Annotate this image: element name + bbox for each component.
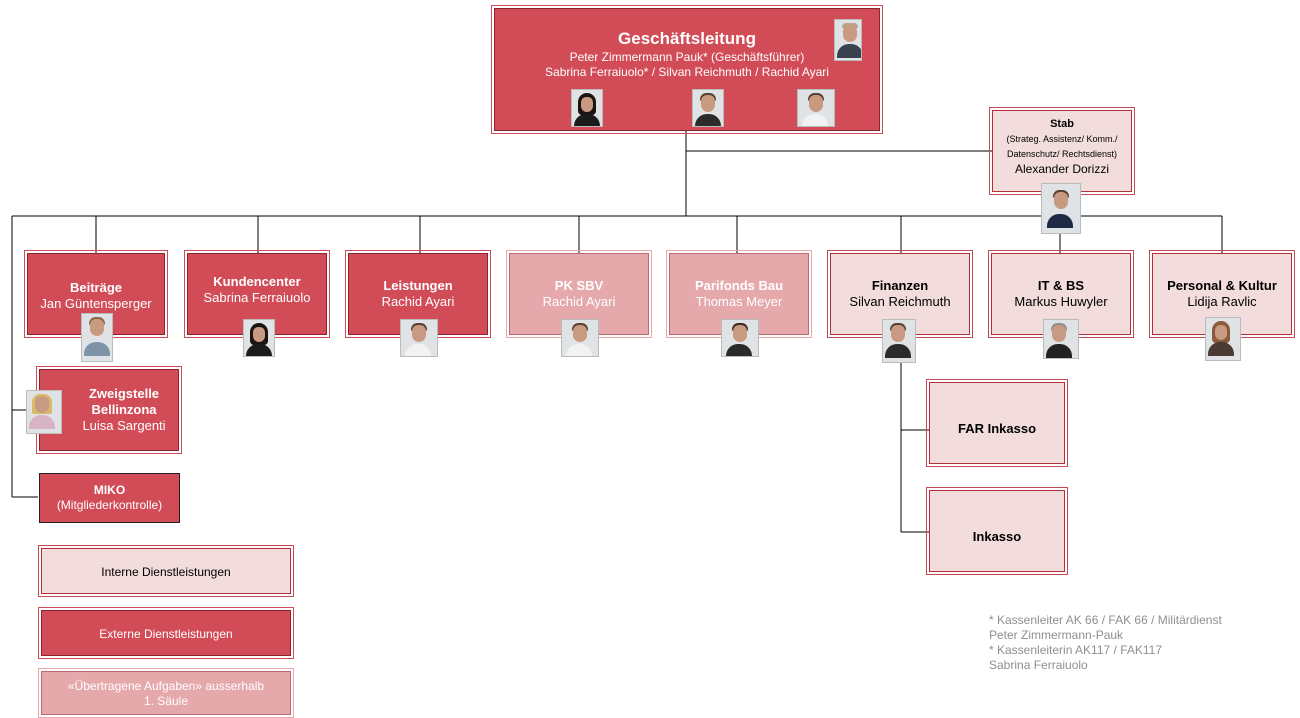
- photo-silvan-reichmuth: [692, 89, 724, 127]
- unit-it-bs-title: IT & BS: [1037, 278, 1085, 293]
- stab-sub1: (Strateg. Assistenz/ Komm./: [1006, 134, 1118, 144]
- footnote-line2: Peter Zimmermann-Pauk: [989, 628, 1124, 642]
- inkasso-title: Inkasso: [972, 529, 1022, 544]
- photo-sabrina-ferraiuolo: [571, 89, 603, 127]
- photo-rachid-ayari-3: [561, 319, 599, 357]
- footnote-line3: * Kassenleiterin AK117 / FAK117: [989, 643, 1162, 657]
- unit-finanzen-name: Silvan Reichmuth: [849, 294, 951, 309]
- photo-alexander-dorizzi: [1041, 183, 1081, 234]
- zweigstelle-bellinzona: Zweigstelle Bellinzona Luisa Sargenti: [36, 366, 182, 454]
- miko-title: MIKO: [93, 483, 126, 497]
- photo-rachid-ayari-2: [400, 319, 438, 357]
- legend-uebertragen-label1: «Übertragene Aufgaben» ausserhalb: [67, 679, 265, 693]
- zweigstelle-name: Luisa Sargenti: [82, 418, 166, 433]
- photo-peter-zimmermann: [834, 19, 862, 61]
- geschaeftsleitung-line2: Sabrina Ferraiuolo* / Silvan Reichmuth /…: [545, 65, 829, 79]
- photo-markus-huwyler: [1043, 319, 1079, 359]
- unit-pk-sbv-name: Rachid Ayari: [542, 294, 616, 309]
- legend-uebertragen-label2: 1. Säule: [143, 694, 189, 708]
- stab-box: Stab (Strateg. Assistenz/ Komm./ Datensc…: [989, 107, 1135, 195]
- far-inkasso-box: FAR Inkasso: [926, 379, 1068, 467]
- stab-title: Stab: [1050, 118, 1074, 130]
- miko-sub: (Mitgliederkontrolle): [56, 498, 163, 512]
- photo-luisa-sargenti: [26, 390, 62, 434]
- unit-beitraege-name: Jan Güntensperger: [40, 296, 152, 311]
- miko-box: MIKO (Mitgliederkontrolle): [39, 473, 180, 523]
- legend-extern: Externe Dienstleistungen: [38, 607, 294, 659]
- legend-uebertragen: «Übertragene Aufgaben» ausserhalb 1. Säu…: [38, 668, 294, 718]
- unit-kundencenter-title: Kundencenter: [213, 274, 301, 289]
- geschaeftsleitung-line1: Peter Zimmermann Pauk* (Geschäftsführer): [569, 50, 805, 64]
- unit-beitraege-title: Beiträge: [69, 280, 123, 295]
- unit-it-bs-name: Markus Huwyler: [1014, 294, 1108, 309]
- unit-it-bs: IT & BS Markus Huwyler: [988, 250, 1134, 338]
- far-inkasso-title: FAR Inkasso: [957, 421, 1037, 436]
- zweigstelle-title1: Zweigstelle: [88, 386, 160, 401]
- footnote-line4: Sabrina Ferraiuolo: [989, 658, 1088, 672]
- geschaeftsleitung-title: Geschäftsleitung: [618, 29, 756, 48]
- photo-thomas-meyer: [721, 319, 759, 357]
- inkasso-box: Inkasso: [926, 487, 1068, 575]
- legend-intern-label: Interne Dienstleistungen: [101, 565, 231, 579]
- photo-silvan-reichmuth-2: [882, 319, 916, 363]
- geschaeftsleitung-box: Geschäftsleitung Peter Zimmermann Pauk* …: [491, 5, 883, 134]
- unit-parifonds-bau-title: Parifonds Bau: [694, 278, 784, 293]
- footnote: * Kassenleiter AK 66 / FAK 66 / Militärd…: [989, 613, 1222, 673]
- photo-sabrina-ferraiuolo-2: [243, 319, 275, 357]
- zweigstelle-title2: Bellinzona: [91, 402, 157, 417]
- footnote-line1: * Kassenleiter AK 66 / FAK 66 / Militärd…: [989, 613, 1222, 627]
- unit-pk-sbv-title: PK SBV: [554, 278, 604, 293]
- stab-name: Alexander Dorizzi: [1014, 162, 1110, 176]
- unit-personal-kultur-name: Lidija Ravlic: [1187, 294, 1257, 309]
- photo-lidija-ravlic: [1205, 317, 1241, 361]
- unit-leistungen-title: Leistungen: [383, 278, 453, 293]
- legend-intern: Interne Dienstleistungen: [38, 545, 294, 597]
- stab-sub2: Datenschutz/ Rechtsdienst): [1006, 149, 1118, 159]
- photo-jan-guentensperger: [81, 313, 113, 362]
- unit-kundencenter-name: Sabrina Ferraiuolo: [203, 290, 311, 305]
- unit-finanzen-title: Finanzen: [871, 278, 929, 293]
- unit-personal-kultur-title: Personal & Kultur: [1167, 278, 1277, 293]
- unit-leistungen-name: Rachid Ayari: [381, 294, 455, 309]
- unit-parifonds-bau-name: Thomas Meyer: [695, 294, 783, 309]
- legend-extern-label: Externe Dienstleistungen: [99, 627, 233, 641]
- photo-rachid-ayari: [797, 89, 835, 127]
